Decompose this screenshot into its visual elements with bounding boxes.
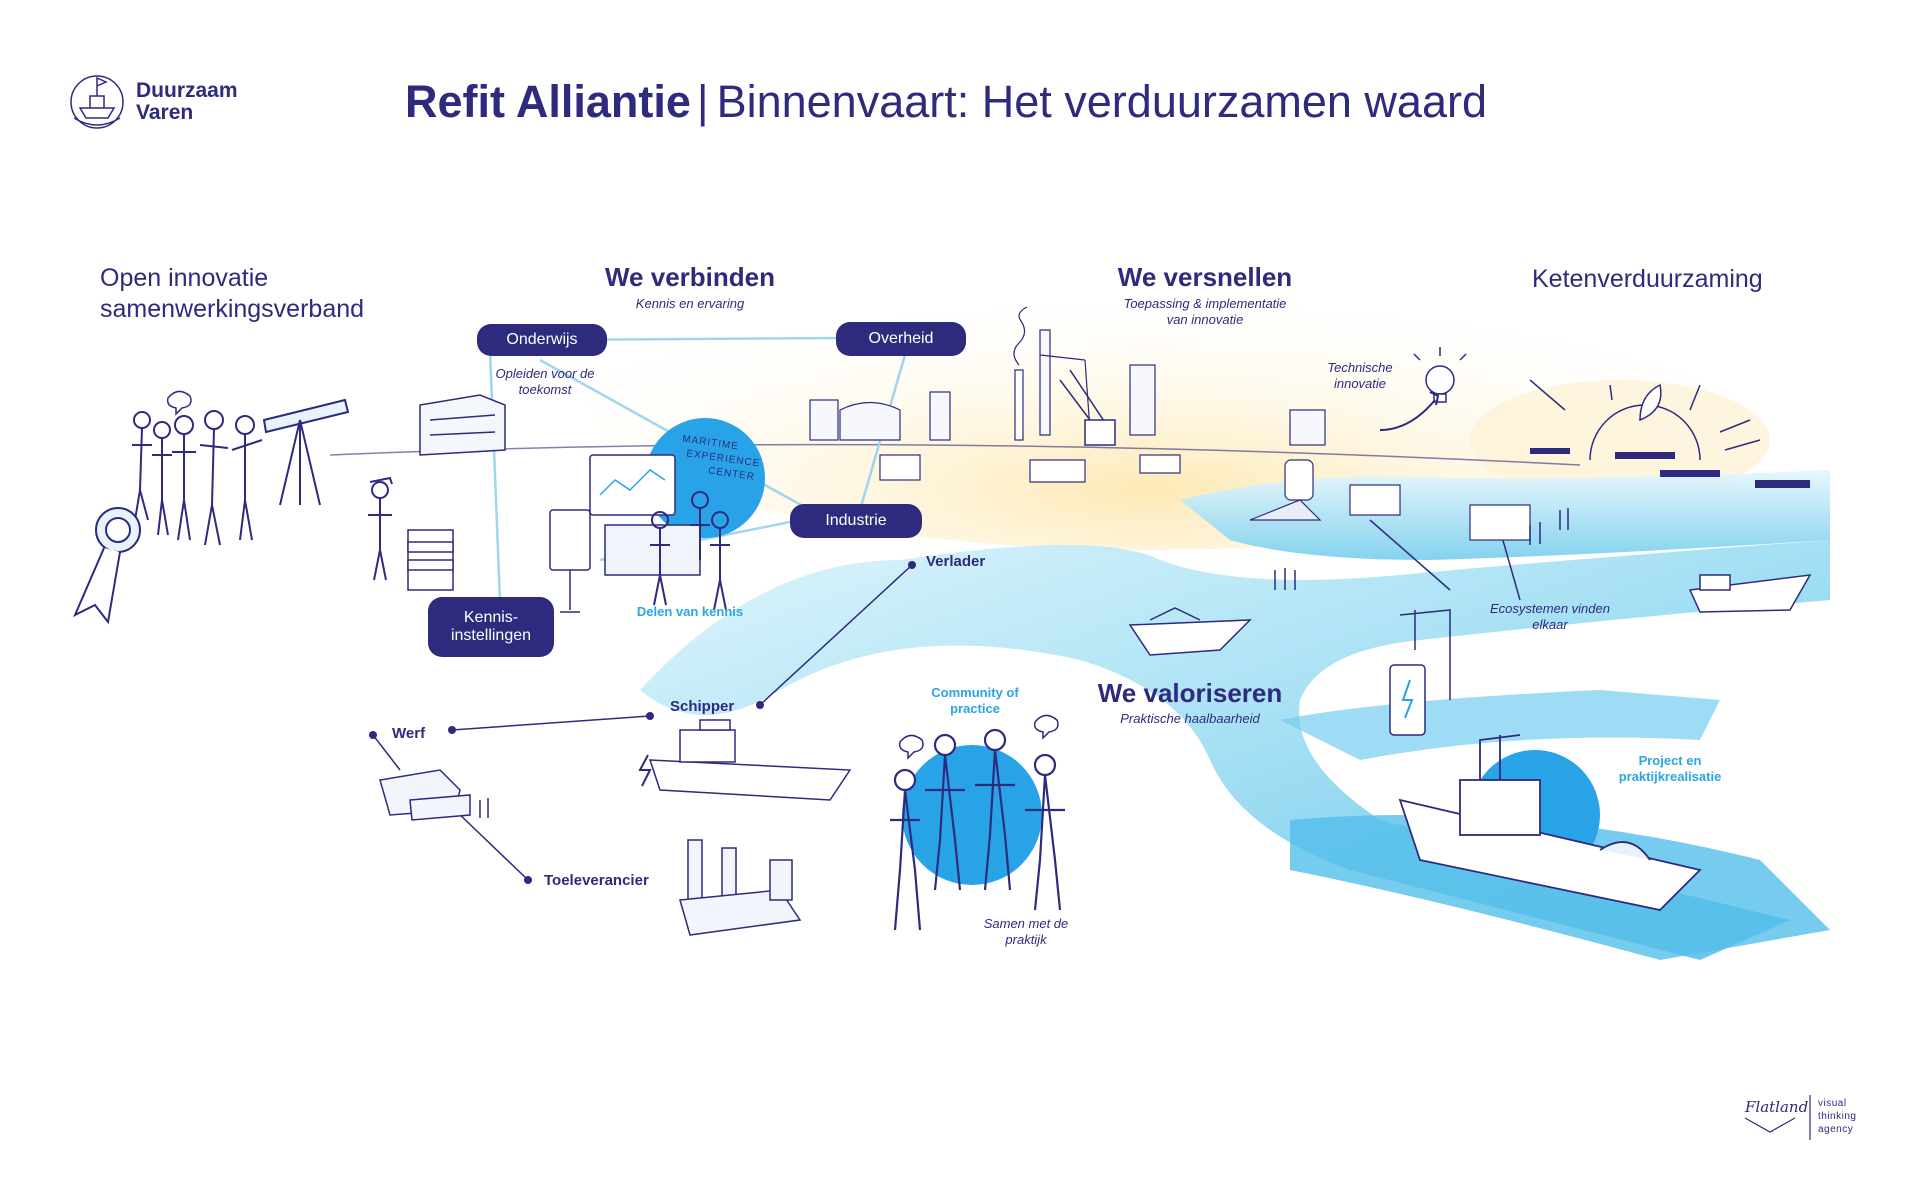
people-at-desk [650, 491, 730, 611]
versnellen-title: We versnellen [1117, 262, 1293, 292]
quay-people [479, 508, 1569, 818]
community-people [890, 728, 1065, 931]
label-project-praktijkrealisatie: Project en praktijkrealisatie [1600, 753, 1740, 785]
schipper-ship [648, 719, 852, 801]
valoriseren-subtitle: Praktische haalbaarheid [1120, 711, 1260, 726]
section-open-line-2: samenwerkingsverband [100, 295, 365, 323]
river-main [640, 540, 1830, 960]
server-stack [407, 529, 454, 591]
community-circle [902, 745, 1042, 885]
flatland-signature: Flatland [1745, 1098, 1809, 1116]
people-group-left [132, 398, 350, 546]
pill-overheid: Overheid [836, 322, 966, 356]
ships-horizon [1530, 448, 1810, 488]
note-ecosystemen-line-2: elkaar [1532, 617, 1568, 632]
factory-bottom [679, 839, 802, 936]
section-open-innovatie: Open innovatie samenwerkingsverband [100, 263, 364, 325]
project-line-2: praktijkrealisatie [1618, 769, 1722, 784]
node-verlader: Verlader [926, 553, 986, 570]
note-samen-met-praktijk: Samen met de praktijk [966, 916, 1086, 948]
verbinden-subtitle: Kennis en ervaring [635, 296, 745, 311]
speech-bubble-community-2 [1033, 714, 1059, 740]
pill-kennis-line-2: instellingen [450, 627, 532, 644]
skyline [809, 329, 1326, 446]
logo-line-1: Duurzaam [136, 79, 238, 102]
project-line-1: Project en [1638, 753, 1702, 768]
label-delen-van-kennis: Delen van kennis [636, 604, 744, 619]
tagline-line-2: thinking [1818, 1111, 1857, 1122]
section-valoriseren: We valoriseren Praktische haalbaarheid [1060, 678, 1320, 727]
page-title: Refit Alliantie|Binnenvaart: Het verduur… [405, 74, 1487, 130]
leaf-icon [1639, 383, 1662, 422]
note-ecosystemen: Ecosystemen vinden elkaar [1475, 601, 1625, 633]
pill-industrie: Industrie [790, 504, 922, 538]
title-separator: | [696, 76, 709, 127]
versnellen-subtitle-1: Toepassing & implementatie [1123, 296, 1287, 311]
note-opleiden-line-1: Opleiden voor de [495, 366, 595, 381]
arrow-innovation [1379, 399, 1436, 431]
pill-onderwijs: Onderwijs [477, 324, 607, 356]
note-ecosystemen-line-1: Ecosystemen vinden [1490, 601, 1610, 616]
award-rosette-icon [72, 507, 141, 625]
logo-line-2: Varen [136, 101, 194, 124]
section-versnellen: We versnellen Toepassing & implementatie… [1070, 262, 1340, 328]
node-dots [369, 561, 916, 884]
label-community-of-practice: Community of practice [910, 685, 1040, 717]
valoriseren-title: We valoriseren [1097, 678, 1283, 708]
school-building [419, 394, 506, 456]
section-verbinden: We verbinden Kennis en ervaring [560, 262, 820, 312]
note-technische-line-2: innovatie [1333, 376, 1387, 391]
note-opleiden: Opleiden voor de toekomst [470, 366, 620, 398]
ship-wheel-logo-icon [70, 75, 124, 129]
silos [1249, 459, 1322, 521]
speech-bubble [166, 390, 192, 416]
community-line-1: Community of [931, 685, 1019, 700]
pill-kennis-line-1: Kennis- [463, 609, 519, 626]
logo-wordmark: Duurzaam Varen [136, 80, 238, 124]
graduate-person [368, 476, 393, 581]
title-subtitle: Binnenvaart: Het verduurzamen waard [716, 76, 1487, 127]
tagline-line-1: visual [1818, 1098, 1847, 1109]
lightbulb-icon [1413, 347, 1467, 403]
flatland-tagline: visual thinking agency [1818, 1097, 1856, 1136]
verbinden-title: We verbinden [604, 262, 775, 292]
speedboat [1128, 607, 1252, 656]
section-open-line-1: Open innovatie [100, 264, 269, 292]
containers [879, 454, 1531, 541]
section-ketenverduurzaming: Ketenverduurzaming [1532, 265, 1763, 293]
monitor-desk [549, 454, 701, 613]
node-schipper: Schipper [670, 698, 735, 715]
node-werf: Werf [392, 725, 426, 742]
note-opleiden-line-2: toekomst [518, 382, 572, 397]
tagline-line-3: agency [1818, 1124, 1854, 1135]
title-bold: Refit Alliantie [405, 76, 691, 127]
chimney-smoke [1013, 306, 1028, 441]
arrow-head [1429, 391, 1440, 406]
note-samen-line-1: Samen met de [983, 916, 1069, 931]
charging-station-icon [1389, 609, 1451, 736]
barge-right [1688, 574, 1812, 613]
flatland-logo-icon [1744, 1095, 1811, 1140]
community-line-2: practice [950, 701, 1000, 716]
werf-buildings [379, 769, 471, 821]
node-lines [372, 519, 1521, 881]
note-samen-line-2: praktijk [1005, 932, 1047, 947]
note-technische-innovatie: Technische innovatie [1300, 360, 1420, 392]
large-ship [1398, 734, 1702, 911]
pill-kennisinstellingen: Kennis- instellingen [428, 597, 554, 657]
versnellen-subtitle-2: van innovatie [1166, 312, 1244, 327]
node-toeleverancier: Toeleverancier [544, 872, 649, 889]
crane-icon [1059, 369, 1116, 446]
note-technische-line-1: Technische [1327, 360, 1393, 375]
lightning-icon [638, 754, 652, 787]
speech-bubble-community [898, 734, 924, 760]
